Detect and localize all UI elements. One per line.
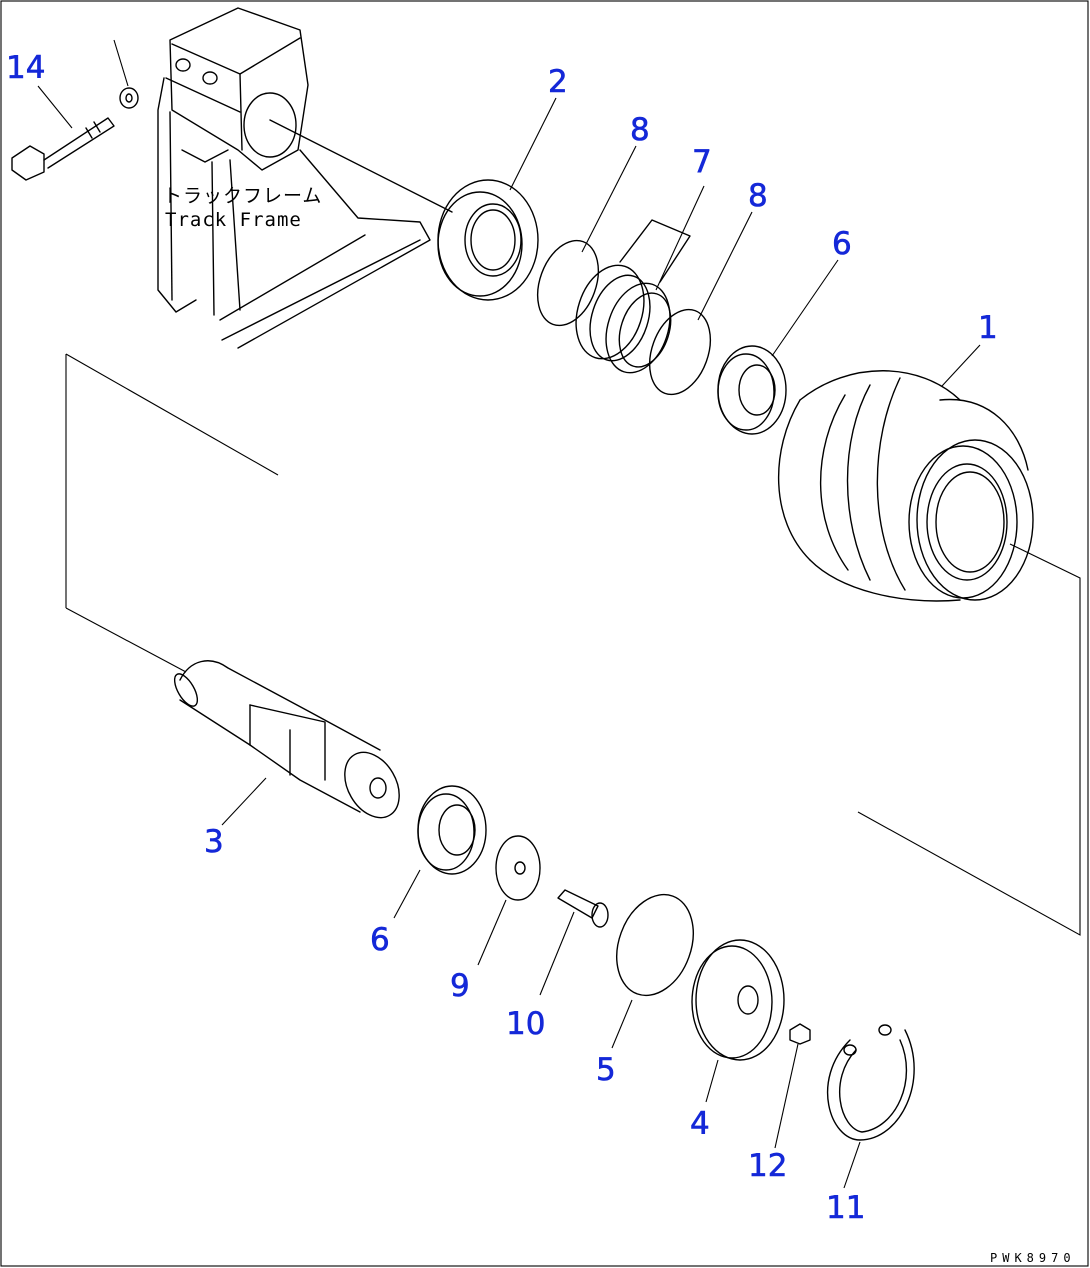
callout-6a: 6 [832, 226, 852, 262]
shaft-3 [173, 660, 400, 819]
callout-9: 9 [450, 968, 470, 1004]
washer-14 [119, 87, 139, 109]
leader-lines [37, 39, 981, 1189]
plug-12 [789, 1023, 811, 1045]
seal-7 [575, 264, 672, 374]
track-frame [157, 7, 453, 349]
frame-label-en: Track Frame [165, 209, 302, 231]
callout-3: 3 [204, 824, 224, 860]
bearing-6-upper [717, 345, 787, 435]
callout-13: 14 [6, 50, 45, 86]
callouts: 14 2 8 7 8 6 1 3 6 9 10 5 4 12 11 [6, 50, 998, 1227]
bolt-13 [11, 117, 115, 181]
callout-4: 4 [690, 1106, 710, 1142]
snap-ring-11 [826, 1024, 915, 1141]
callout-7: 7 [692, 144, 712, 180]
callout-12: 12 [748, 1148, 787, 1184]
bolt-10 [557, 889, 609, 928]
callout-6b: 6 [370, 922, 390, 958]
callout-1: 1 [978, 310, 998, 346]
bearing-6-lower [417, 785, 487, 875]
frame-label-jp: トラックフレーム [163, 185, 322, 207]
callout-8a: 8 [630, 112, 650, 148]
assembly-lines [65, 353, 1081, 936]
washer-9 [495, 835, 541, 901]
o-ring-8b [648, 308, 712, 396]
o-ring-5 [616, 893, 694, 997]
seal-7-bracket [619, 219, 691, 283]
callout-10: 10 [506, 1006, 545, 1042]
callout-5: 5 [596, 1052, 616, 1088]
bearing-2 [437, 179, 539, 301]
callout-2: 2 [548, 64, 568, 100]
o-ring-8a [536, 239, 600, 327]
roller-1 [778, 370, 1034, 602]
callout-8b: 8 [748, 178, 768, 214]
cover-4 [691, 939, 785, 1061]
drawing-code: PWK8970 [990, 1251, 1076, 1265]
callout-11: 11 [826, 1190, 865, 1226]
